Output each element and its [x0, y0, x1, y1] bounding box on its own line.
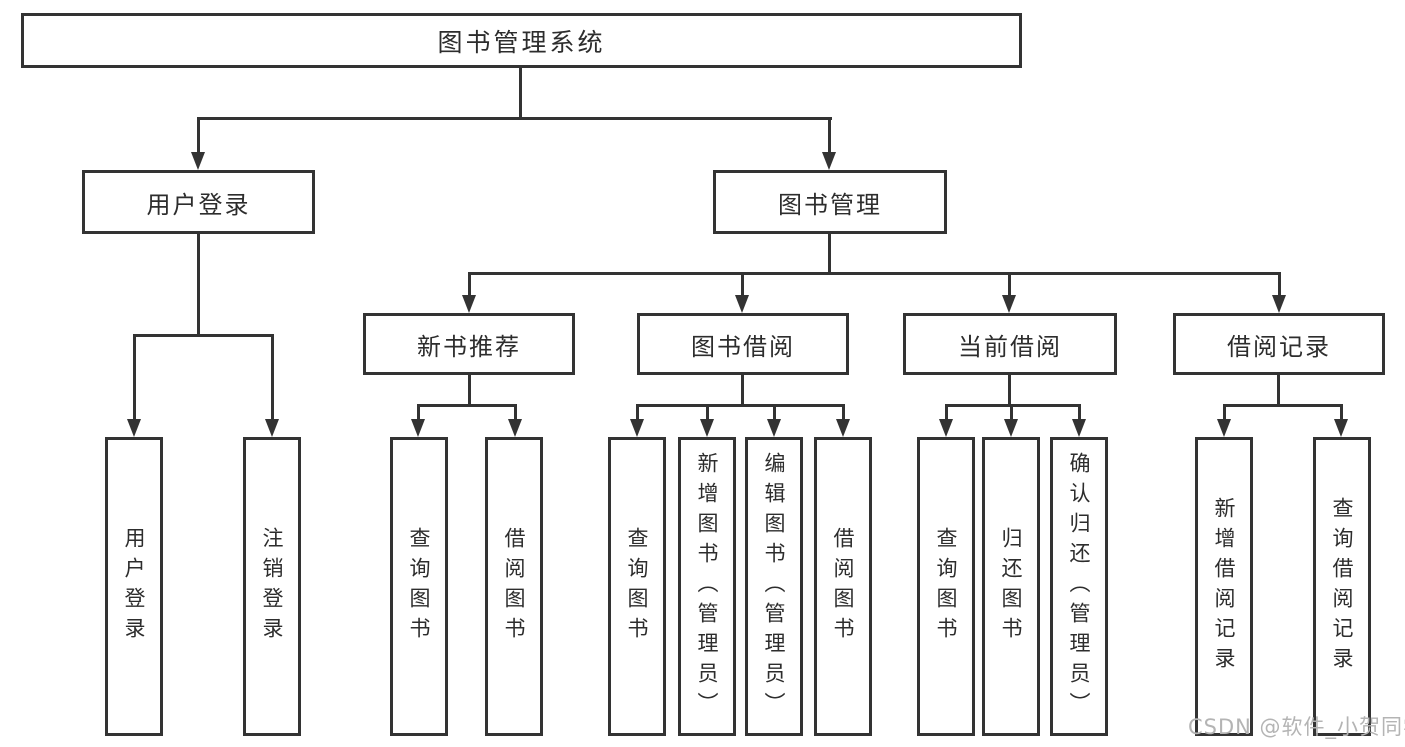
node-book-management: 图书管理	[713, 170, 947, 234]
arrow-down-icon	[1334, 419, 1348, 437]
leaf-br-add-record: 新增借阅记录	[1195, 437, 1253, 736]
leaf-br-add-record-label: 新增借阅记录	[1212, 496, 1237, 677]
line	[1340, 404, 1343, 419]
arrow-down-icon	[836, 419, 850, 437]
line	[828, 234, 831, 275]
line	[514, 404, 517, 419]
leaf-cb-query-books: 查询图书	[917, 437, 975, 736]
line	[197, 117, 832, 120]
arrow-down-icon	[735, 295, 749, 313]
line	[1223, 404, 1343, 407]
line	[741, 272, 744, 295]
line	[636, 404, 845, 407]
leaf-cb-confirm-return: 确认归还（管理员）	[1050, 437, 1108, 736]
line	[1278, 272, 1281, 295]
leaf-logout: 注销登录	[243, 437, 301, 736]
node-book-borrowing-label: 图书借阅	[691, 332, 795, 361]
arrow-down-icon	[411, 419, 425, 437]
leaf-cb-return-books-label: 归还图书	[999, 526, 1024, 647]
arrow-down-icon	[822, 152, 836, 170]
leaf-bb-add-books: 新增图书（管理员）	[678, 437, 736, 736]
node-borrowing-records: 借阅记录	[1173, 313, 1385, 375]
line	[1008, 272, 1011, 295]
arrow-down-icon	[767, 419, 781, 437]
line	[417, 404, 517, 407]
line	[842, 404, 845, 419]
csdn-watermark: CSDN @软件_小贺同学	[1188, 715, 1405, 739]
line	[519, 68, 522, 120]
arrow-down-icon	[462, 295, 476, 313]
leaf-bb-query-books-label: 查询图书	[625, 526, 650, 647]
arrow-down-icon	[700, 419, 714, 437]
arrow-down-icon	[508, 419, 522, 437]
line	[271, 334, 274, 419]
node-current-borrowing: 当前借阅	[903, 313, 1117, 375]
node-root-label: 图书管理系统	[437, 27, 606, 57]
line	[1078, 404, 1081, 419]
line	[773, 404, 776, 419]
line	[1277, 375, 1280, 406]
line	[945, 404, 1081, 407]
line	[197, 234, 200, 337]
node-book-management-label: 图书管理	[778, 190, 882, 219]
leaf-bb-borrow-books-label: 借阅图书	[831, 526, 856, 647]
line	[828, 117, 831, 153]
node-new-book-recommend-label: 新书推荐	[417, 332, 521, 361]
arrow-down-icon	[1072, 419, 1086, 437]
line	[706, 404, 709, 419]
leaf-nbr-query-books: 查询图书	[390, 437, 448, 736]
arrow-down-icon	[265, 419, 279, 437]
node-user-login-label: 用户登录	[146, 190, 251, 219]
node-new-book-recommend: 新书推荐	[363, 313, 575, 375]
arrow-down-icon	[1272, 295, 1286, 313]
line	[741, 375, 744, 406]
node-book-borrowing: 图书借阅	[637, 313, 849, 375]
line	[468, 375, 471, 406]
leaf-user-login-label: 用户登录	[122, 526, 147, 647]
leaf-nbr-borrow-books-label: 借阅图书	[502, 526, 527, 647]
leaf-logout-label: 注销登录	[260, 526, 285, 647]
line	[945, 404, 948, 419]
node-root: 图书管理系统	[21, 13, 1022, 68]
leaf-bb-edit-books-label: 编辑图书（管理员）	[762, 451, 787, 722]
leaf-bb-add-books-label: 新增图书（管理员）	[695, 451, 720, 722]
arrow-down-icon	[1004, 419, 1018, 437]
leaf-cb-confirm-return-label: 确认归还（管理员）	[1067, 451, 1092, 722]
arrow-down-icon	[630, 419, 644, 437]
line	[468, 272, 471, 295]
line	[1008, 375, 1011, 406]
leaf-nbr-query-books-label: 查询图书	[407, 526, 432, 647]
line	[197, 117, 200, 153]
leaf-br-query-record-label: 查询借阅记录	[1330, 496, 1355, 677]
arrow-down-icon	[1217, 419, 1231, 437]
arrow-down-icon	[939, 419, 953, 437]
leaf-bb-borrow-books: 借阅图书	[814, 437, 872, 736]
leaf-bb-query-books: 查询图书	[608, 437, 666, 736]
node-current-borrowing-label: 当前借阅	[958, 332, 1062, 361]
leaf-bb-edit-books: 编辑图书（管理员）	[745, 437, 803, 736]
line	[133, 334, 274, 337]
line	[1223, 404, 1226, 419]
arrow-down-icon	[1002, 295, 1016, 313]
leaf-nbr-borrow-books: 借阅图书	[485, 437, 543, 736]
arrow-down-icon	[127, 419, 141, 437]
line	[1010, 404, 1013, 419]
arrow-down-icon	[191, 152, 205, 170]
leaf-br-query-record: 查询借阅记录	[1313, 437, 1371, 736]
line	[133, 334, 136, 419]
line	[636, 404, 639, 419]
line	[468, 272, 1281, 275]
leaf-cb-return-books: 归还图书	[982, 437, 1040, 736]
node-user-login: 用户登录	[82, 170, 315, 234]
leaf-user-login: 用户登录	[105, 437, 163, 736]
node-borrowing-records-label: 借阅记录	[1227, 332, 1331, 361]
leaf-cb-query-books-label: 查询图书	[934, 526, 959, 647]
line	[417, 404, 420, 419]
